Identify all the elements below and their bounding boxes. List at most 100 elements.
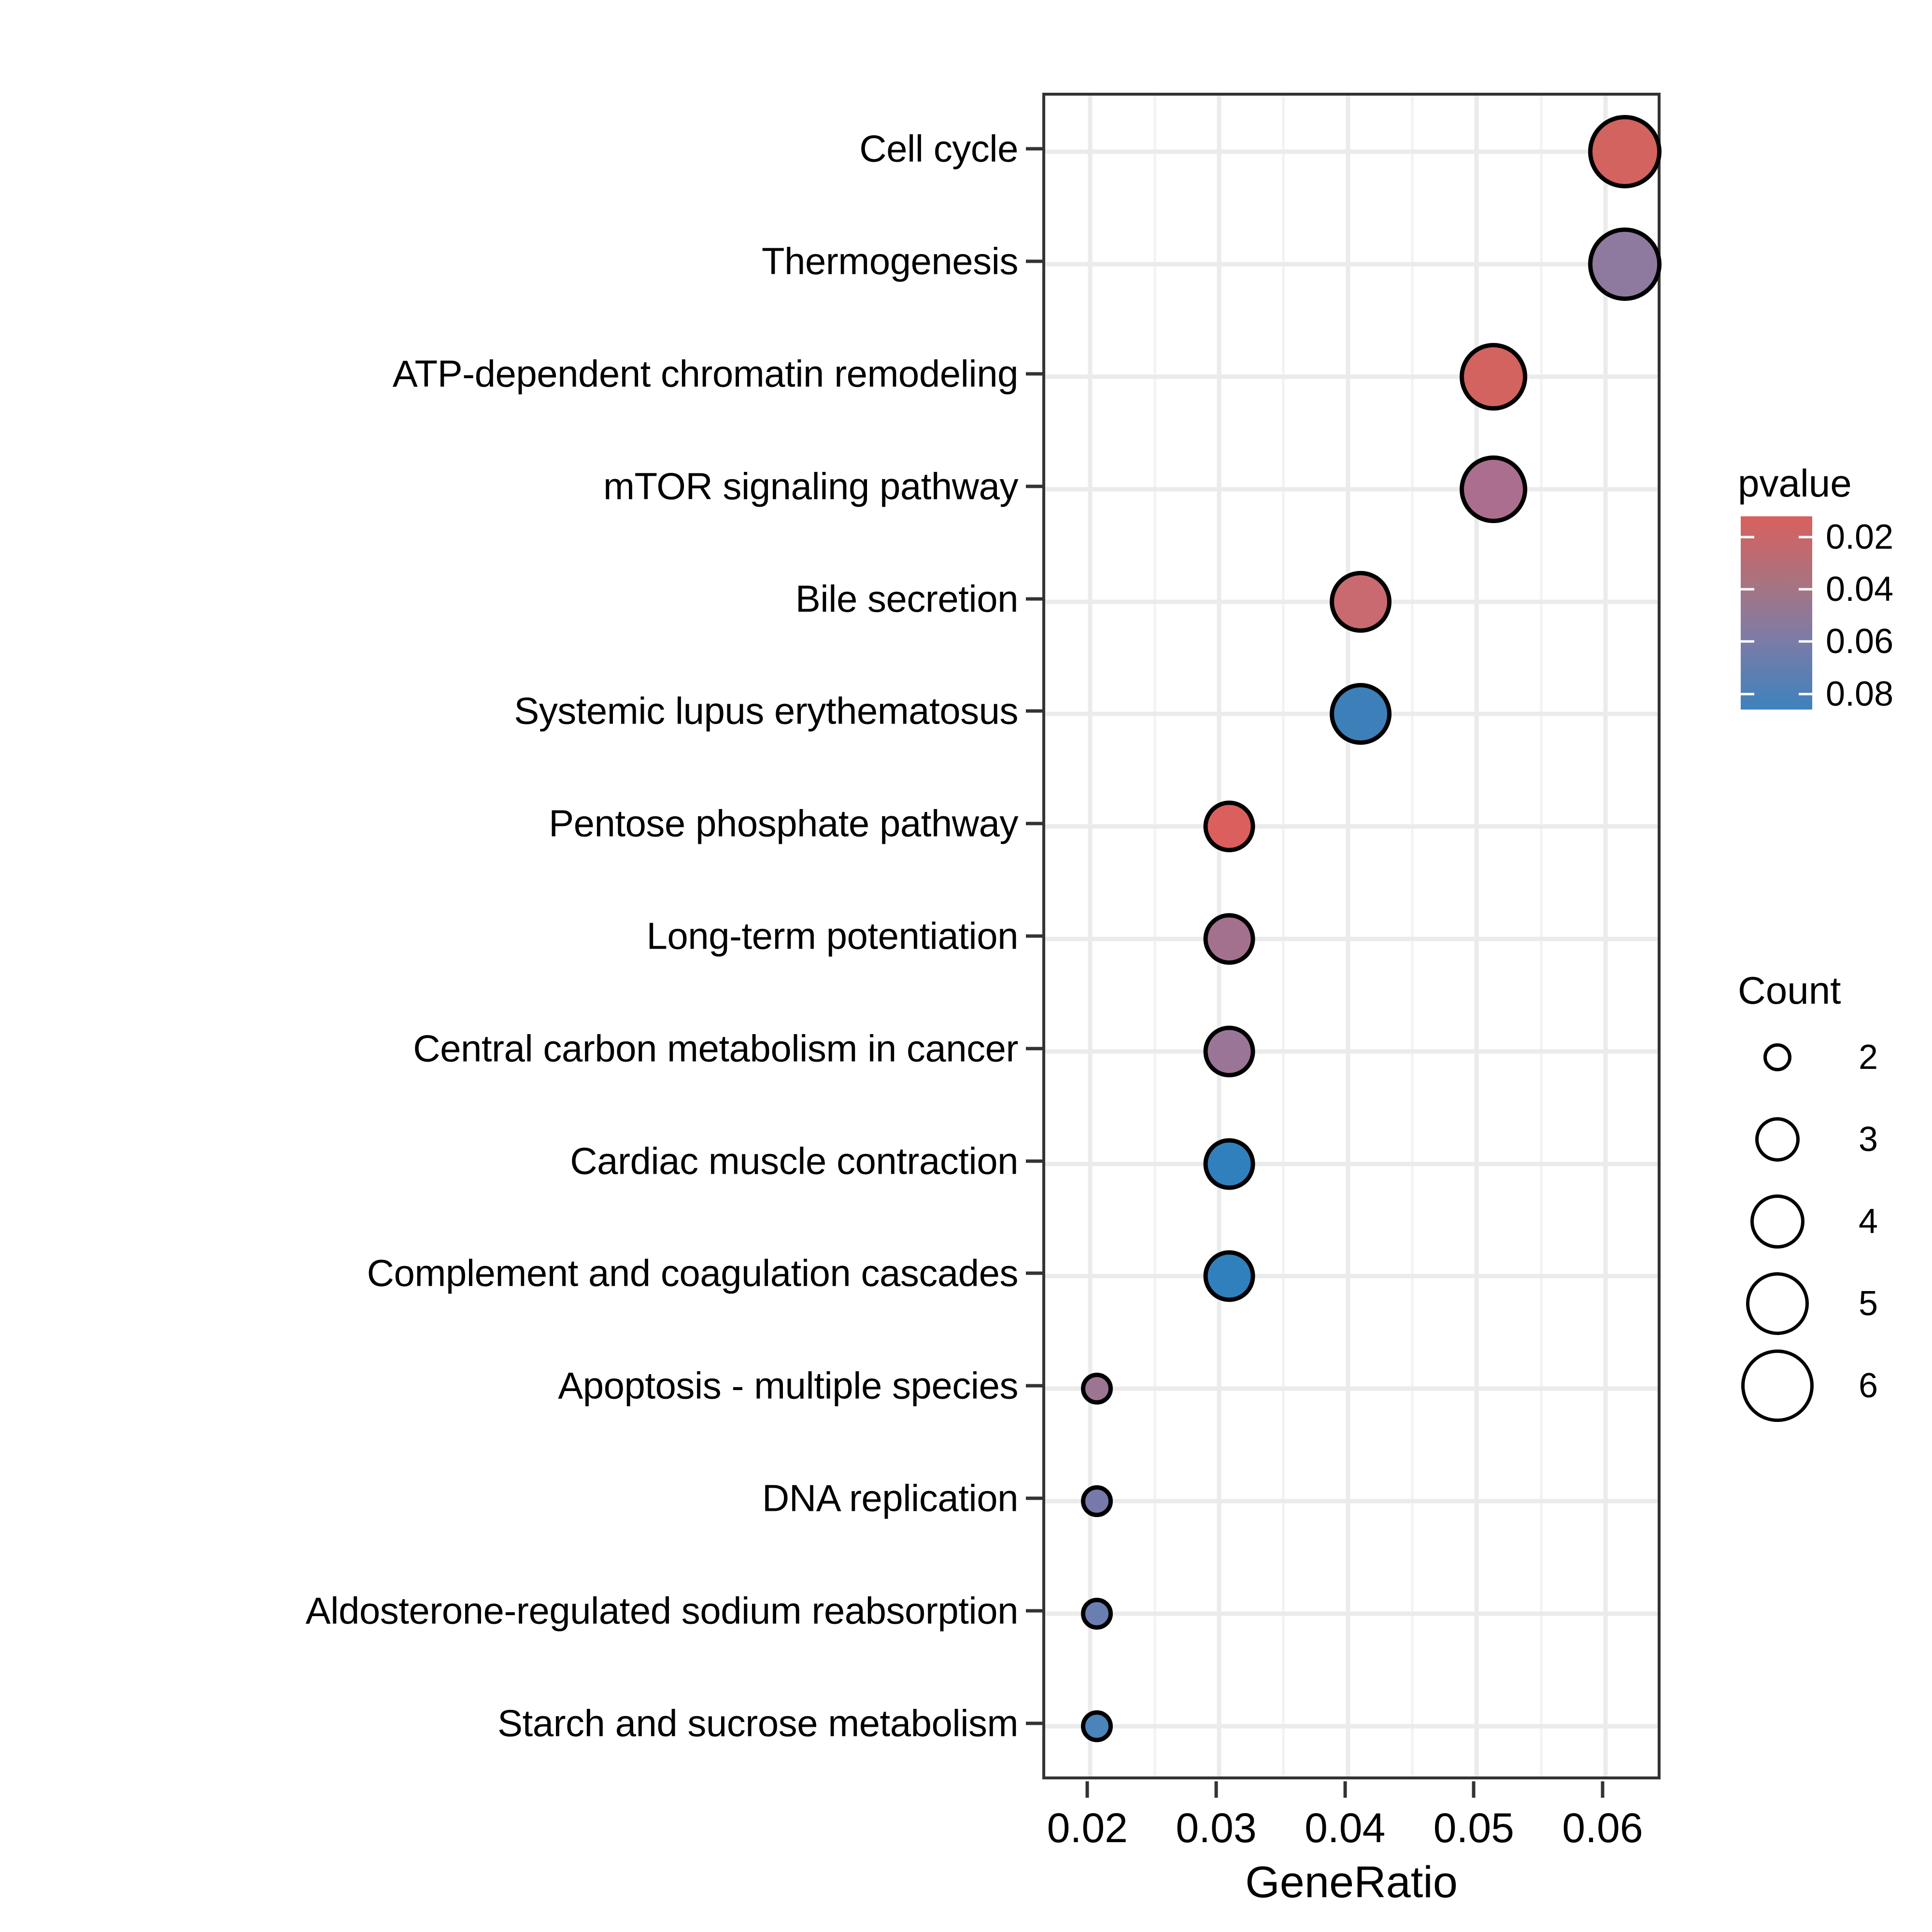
gridline-vertical-major	[1088, 96, 1093, 1776]
y-axis-label: Complement and coagulation cascades	[367, 1251, 1019, 1294]
data-point-dot	[1460, 343, 1527, 411]
count-legend-circle	[1746, 1272, 1809, 1335]
count-legend-circle	[1741, 1350, 1814, 1422]
x-axis-tick-mark	[1343, 1781, 1347, 1798]
data-point-dot	[1588, 227, 1662, 301]
count-legend-circle	[1763, 1043, 1791, 1071]
gridline-vertical-major	[1346, 96, 1350, 1776]
gridline-horizontal	[1045, 1386, 1658, 1391]
colorbar-tick-label: 0.02	[1826, 518, 1894, 557]
y-axis-tick-mark	[1026, 1721, 1042, 1725]
legend-count-title: Count	[1738, 969, 1841, 1012]
count-legend-label: 3	[1859, 1120, 1878, 1159]
gridline-horizontal	[1045, 1611, 1658, 1616]
colorbar-tick-mark	[1799, 588, 1812, 591]
gridline-horizontal	[1045, 1499, 1658, 1504]
data-point-dot	[1203, 800, 1255, 852]
x-axis-tick-mark	[1085, 1781, 1089, 1798]
data-point-dot	[1080, 1373, 1113, 1405]
colorbar-tick-mark	[1741, 640, 1754, 643]
y-axis-label: Starch and sucrose metabolism	[497, 1702, 1019, 1745]
x-axis-tick-label: 0.02	[1047, 1805, 1128, 1851]
y-axis-tick-mark	[1026, 372, 1042, 376]
x-axis-tick-label: 0.05	[1433, 1805, 1515, 1851]
y-axis-tick-mark	[1026, 597, 1042, 601]
gridline-horizontal	[1045, 824, 1658, 829]
data-point-dot	[1203, 913, 1255, 965]
legend-pvalue: pvalue 0.02 0.04 0.06 0.08	[1738, 461, 1897, 713]
gridline-horizontal	[1045, 262, 1658, 267]
data-point-dot	[1080, 1485, 1113, 1517]
data-point-dot	[1330, 570, 1392, 633]
count-legend-label: 2	[1859, 1038, 1878, 1077]
y-axis-label: Pentose phosphate pathway	[549, 802, 1018, 845]
gridline-vertical-major	[1603, 96, 1608, 1776]
y-axis-tick-mark	[1026, 259, 1042, 263]
x-axis-tick-label: 0.06	[1562, 1805, 1643, 1851]
colorbar-tick-mark	[1799, 536, 1812, 539]
colorbar-tick-mark	[1741, 693, 1754, 696]
data-point-dot	[1080, 1710, 1113, 1742]
y-axis-label: Cardiac muscle contraction	[570, 1139, 1018, 1182]
y-axis-label: Apoptosis - multiple species	[558, 1364, 1018, 1407]
x-axis-tick-label: 0.03	[1176, 1805, 1257, 1851]
colorbar-tick-label: 0.04	[1826, 570, 1894, 609]
plot-panel	[1042, 93, 1662, 1779]
x-axis-title: GeneRatio	[1245, 1858, 1458, 1907]
y-axis-label: Aldosterone-regulated sodium reabsorptio…	[305, 1589, 1019, 1632]
y-axis-label: Thermogenesis	[761, 240, 1019, 283]
colorbar-wrap: 0.02 0.04 0.06 0.08	[1738, 516, 1897, 713]
gridline-vertical-minor	[1540, 96, 1543, 1776]
x-axis-tick-label: 0.04	[1304, 1805, 1386, 1851]
y-axis-label: DNA replication	[762, 1477, 1019, 1520]
y-axis-tick-mark	[1026, 822, 1042, 825]
gridline-horizontal	[1045, 1274, 1658, 1279]
y-axis-tick-mark	[1026, 709, 1042, 713]
data-point-dot	[1588, 115, 1662, 189]
x-axis-tick-mark	[1472, 1781, 1476, 1798]
y-axis-label: mTOR signaling pathway	[603, 465, 1018, 508]
colorbar-tick-mark	[1741, 536, 1754, 539]
y-axis-tick-mark	[1026, 1047, 1042, 1051]
legend-pvalue-title: pvalue	[1738, 462, 1852, 505]
count-legend-circle	[1750, 1194, 1804, 1249]
y-axis-tick-mark	[1026, 1384, 1042, 1388]
count-legend-label: 4	[1859, 1202, 1878, 1241]
y-axis-tick-mark	[1026, 484, 1042, 488]
gridline-horizontal	[1045, 1049, 1658, 1054]
colorbar-tick-label: 0.06	[1826, 622, 1894, 661]
colorbar-tick-mark	[1741, 588, 1754, 591]
data-point-dot	[1460, 455, 1527, 523]
count-legend-circle	[1755, 1117, 1800, 1162]
y-axis-tick-mark	[1026, 1496, 1042, 1500]
gridline-vertical-minor	[1282, 96, 1285, 1776]
y-axis-label: ATP-dependent chromatin remodeling	[392, 352, 1019, 395]
gridline-horizontal	[1045, 374, 1658, 379]
count-legend-label: 5	[1859, 1284, 1878, 1323]
y-axis-label: Cell cycle	[859, 127, 1018, 170]
count-legend-label: 6	[1859, 1366, 1878, 1405]
y-axis-tick-mark	[1026, 1609, 1042, 1613]
x-axis-tick-mark	[1601, 1781, 1605, 1798]
legend-count: Count 2 3 4 5 6	[1738, 968, 1878, 1422]
gridline-horizontal	[1045, 1162, 1658, 1166]
y-axis-label: Central carbon metabolism in cancer	[413, 1027, 1018, 1070]
data-point-dot	[1203, 1138, 1255, 1190]
x-axis-tick-mark	[1214, 1781, 1218, 1798]
gridline-horizontal	[1045, 487, 1658, 492]
y-axis-tick-mark	[1026, 147, 1042, 151]
y-axis-label: Bile secretion	[795, 577, 1019, 620]
pvalue-colorbar	[1741, 516, 1812, 710]
gridline-horizontal	[1045, 1724, 1658, 1729]
data-point-dot	[1080, 1597, 1113, 1630]
data-point-dot	[1330, 683, 1392, 745]
y-axis-tick-mark	[1026, 1159, 1042, 1163]
gridline-horizontal	[1045, 149, 1658, 154]
colorbar-tick-mark	[1799, 693, 1812, 696]
gridline-vertical-major	[1474, 96, 1479, 1776]
gridline-vertical-minor	[1411, 96, 1414, 1776]
gridline-horizontal	[1045, 937, 1658, 941]
colorbar-tick-label: 0.08	[1826, 674, 1894, 713]
colorbar-tick-mark	[1799, 640, 1812, 643]
